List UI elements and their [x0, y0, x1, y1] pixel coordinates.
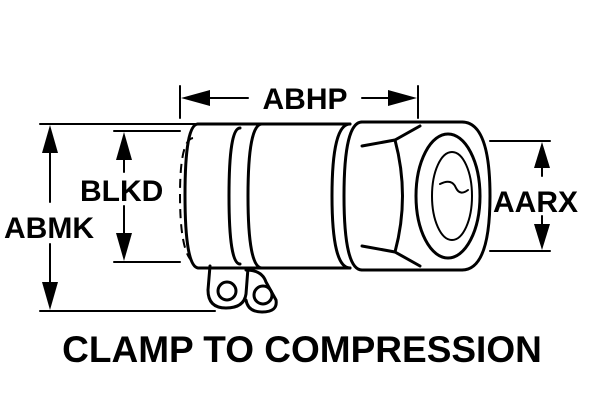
- abhp-label: ABHP: [262, 83, 347, 116]
- abhp-left-arrowhead: [181, 90, 210, 106]
- abmk-dimension: ABMK: [4, 123, 216, 312]
- aarx-label: AARX: [493, 186, 578, 219]
- aarx-bottom-arrowhead: [534, 224, 550, 250]
- fitting-body: [178, 120, 492, 314]
- clamp-screw-right: [252, 284, 274, 306]
- blkd-bottom-arrowhead: [116, 233, 132, 261]
- aarx-top-arrowhead: [534, 142, 550, 168]
- aarx-dimension: AARX: [489, 140, 578, 252]
- abmk-bottom-arrowhead: [42, 282, 58, 310]
- nut-facet-bottom: [360, 244, 422, 268]
- abmk-label: ABMK: [4, 212, 94, 245]
- clamp-screw-left: [216, 280, 238, 302]
- compression-nut-end: [460, 120, 492, 272]
- abhp-right-arrowhead: [388, 90, 417, 106]
- blkd-top-arrowhead: [116, 132, 132, 160]
- clamp-body-outline: [183, 122, 264, 270]
- nut-inner-bore: [431, 151, 473, 241]
- abmk-top-arrowhead: [42, 125, 58, 153]
- blkd-dimension: BLKD: [80, 130, 181, 263]
- nut-opening: [414, 132, 482, 260]
- clamp-lug: [206, 264, 250, 310]
- blkd-label: BLKD: [80, 175, 163, 208]
- abhp-dimension: ABHP: [179, 83, 419, 119]
- nut-facet-middle: [393, 138, 404, 254]
- drawing-caption: CLAMP TO COMPRESSION: [62, 329, 542, 370]
- nut-facet-top: [360, 124, 422, 148]
- clamp-lug-rear: [244, 268, 278, 314]
